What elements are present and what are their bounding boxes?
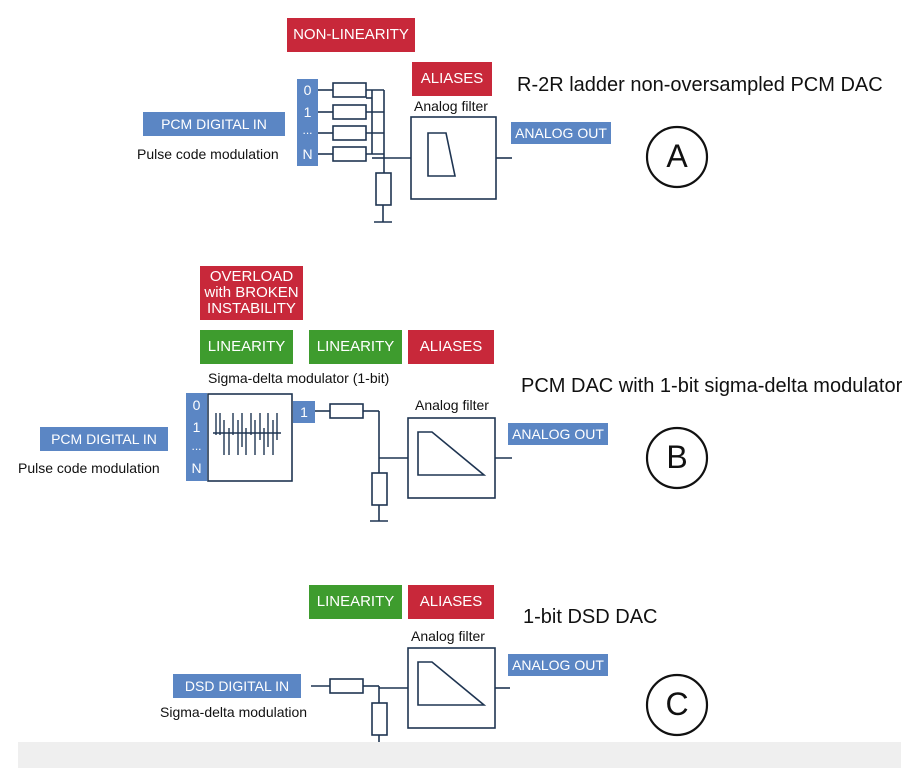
a-analog-out-label: ANALOG OUT (511, 122, 611, 144)
b-modulator-box (207, 393, 293, 482)
b-bit-N: N (191, 460, 202, 476)
b-linearity-badge-1: LINEARITY (200, 330, 293, 364)
b-one-bit-label: 1 (300, 404, 308, 420)
b-analog-out-label: ANALOG OUT (508, 423, 608, 445)
b-bit-dots: ... (191, 439, 202, 453)
c-aliases-badge: ALIASES (408, 585, 494, 619)
circle-b (645, 426, 709, 490)
circle-c (645, 673, 709, 737)
b-overload-badge: OVERLOAD with BROKEN INSTABILITY (200, 266, 303, 320)
b-pulse-code-modulation-label: Pulse code modulation (18, 460, 160, 476)
a-filter-box (410, 116, 497, 200)
a-bit-N: N (302, 146, 313, 162)
b-modulator-label: Sigma-delta modulator (1-bit) (208, 370, 390, 386)
a-bit-dots: ... (302, 123, 313, 137)
circle-c-label: C (665, 686, 689, 722)
b-pcm-digital-in-label: PCM DIGITAL IN (40, 427, 168, 451)
a-filter-curve (427, 132, 456, 177)
c-sigma-delta-modulation-label: Sigma-delta modulation (160, 704, 308, 720)
a-bit-1: 1 (303, 104, 312, 120)
b-aliases-badge: ALIASES (408, 330, 494, 364)
a-title: R-2R ladder non-oversampled PCM DAC (517, 74, 883, 96)
circle-a (645, 125, 709, 189)
a-aliases-badge: ALIASES (412, 62, 492, 96)
c-analog-filter-label: Analog filter (411, 628, 485, 644)
b-bit-1: 1 (192, 419, 201, 435)
circle-b-label: B (666, 439, 688, 475)
b-one-bit-output: 1 (293, 401, 315, 423)
b-title: PCM DAC with 1-bit sigma-delta modulator (521, 375, 903, 397)
b-bit-0: 0 (192, 397, 201, 413)
b-filter-curve (417, 431, 487, 476)
b-shunt-resistor (371, 472, 388, 506)
a-analog-filter-label: Analog filter (414, 98, 488, 114)
b-pulse-train (213, 413, 281, 455)
c-filter-box (407, 647, 496, 729)
a-resistor-N (332, 146, 367, 162)
c-filter-curve (417, 661, 487, 706)
circle-a-label: A (666, 138, 688, 174)
a-non-linearity-badge: NON-LINEARITY (287, 18, 415, 52)
bottom-gray-bar (18, 742, 901, 768)
b-analog-filter-label: Analog filter (415, 397, 489, 413)
c-resistor-series (329, 678, 364, 694)
a-resistor-0 (332, 82, 367, 98)
c-shunt-resistor (371, 702, 388, 736)
b-resistor-series (329, 403, 364, 419)
a-bit-0: 0 (303, 82, 312, 98)
b-linearity-badge-2: LINEARITY (309, 330, 402, 364)
c-analog-out-label: ANALOG OUT (508, 654, 608, 676)
a-bit-bus: 0 1 ... N (297, 79, 318, 166)
a-resistor-2 (332, 125, 367, 141)
b-filter-box (407, 417, 496, 499)
c-dsd-digital-in-label: DSD DIGITAL IN (173, 674, 301, 698)
c-linearity-badge: LINEARITY (309, 585, 402, 619)
a-resistor-1 (332, 104, 367, 120)
a-pcm-digital-in-label: PCM DIGITAL IN (143, 112, 285, 136)
a-pulse-code-modulation-label: Pulse code modulation (137, 146, 279, 162)
a-shunt-resistor (375, 172, 392, 206)
c-title: 1-bit DSD DAC (523, 606, 658, 628)
b-bit-bus: 0 1 ... N (186, 393, 207, 481)
